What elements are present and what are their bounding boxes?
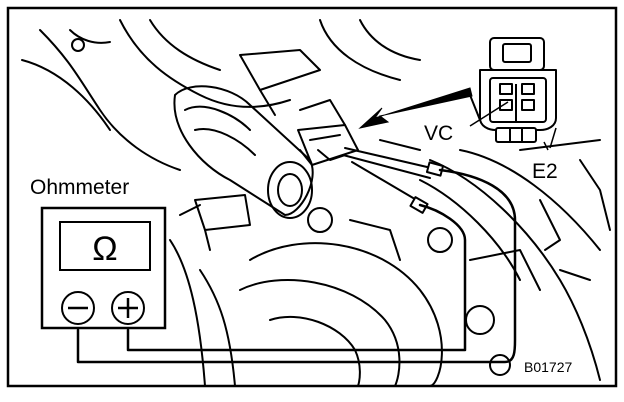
- test-leads: [76, 147, 517, 364]
- ohmmeter-display: [59, 221, 151, 271]
- plus-terminal-icon: [111, 291, 145, 325]
- connector-inset: [479, 37, 557, 143]
- pointer-arrow: [358, 87, 473, 129]
- ohmmeter-label: Ohmmeter: [30, 176, 129, 199]
- figure-frame: [6, 6, 618, 388]
- engine-background: [21, 19, 611, 387]
- terminal-leaders: [469, 101, 557, 151]
- terminal-label-vc: VC: [424, 122, 453, 145]
- minus-terminal-icon: [61, 291, 95, 325]
- figure-code: B01727: [524, 359, 572, 375]
- terminal-label-e2: E2: [532, 160, 558, 183]
- ohmmeter: Ω: [40, 206, 167, 330]
- ohm-symbol: Ω: [92, 230, 117, 268]
